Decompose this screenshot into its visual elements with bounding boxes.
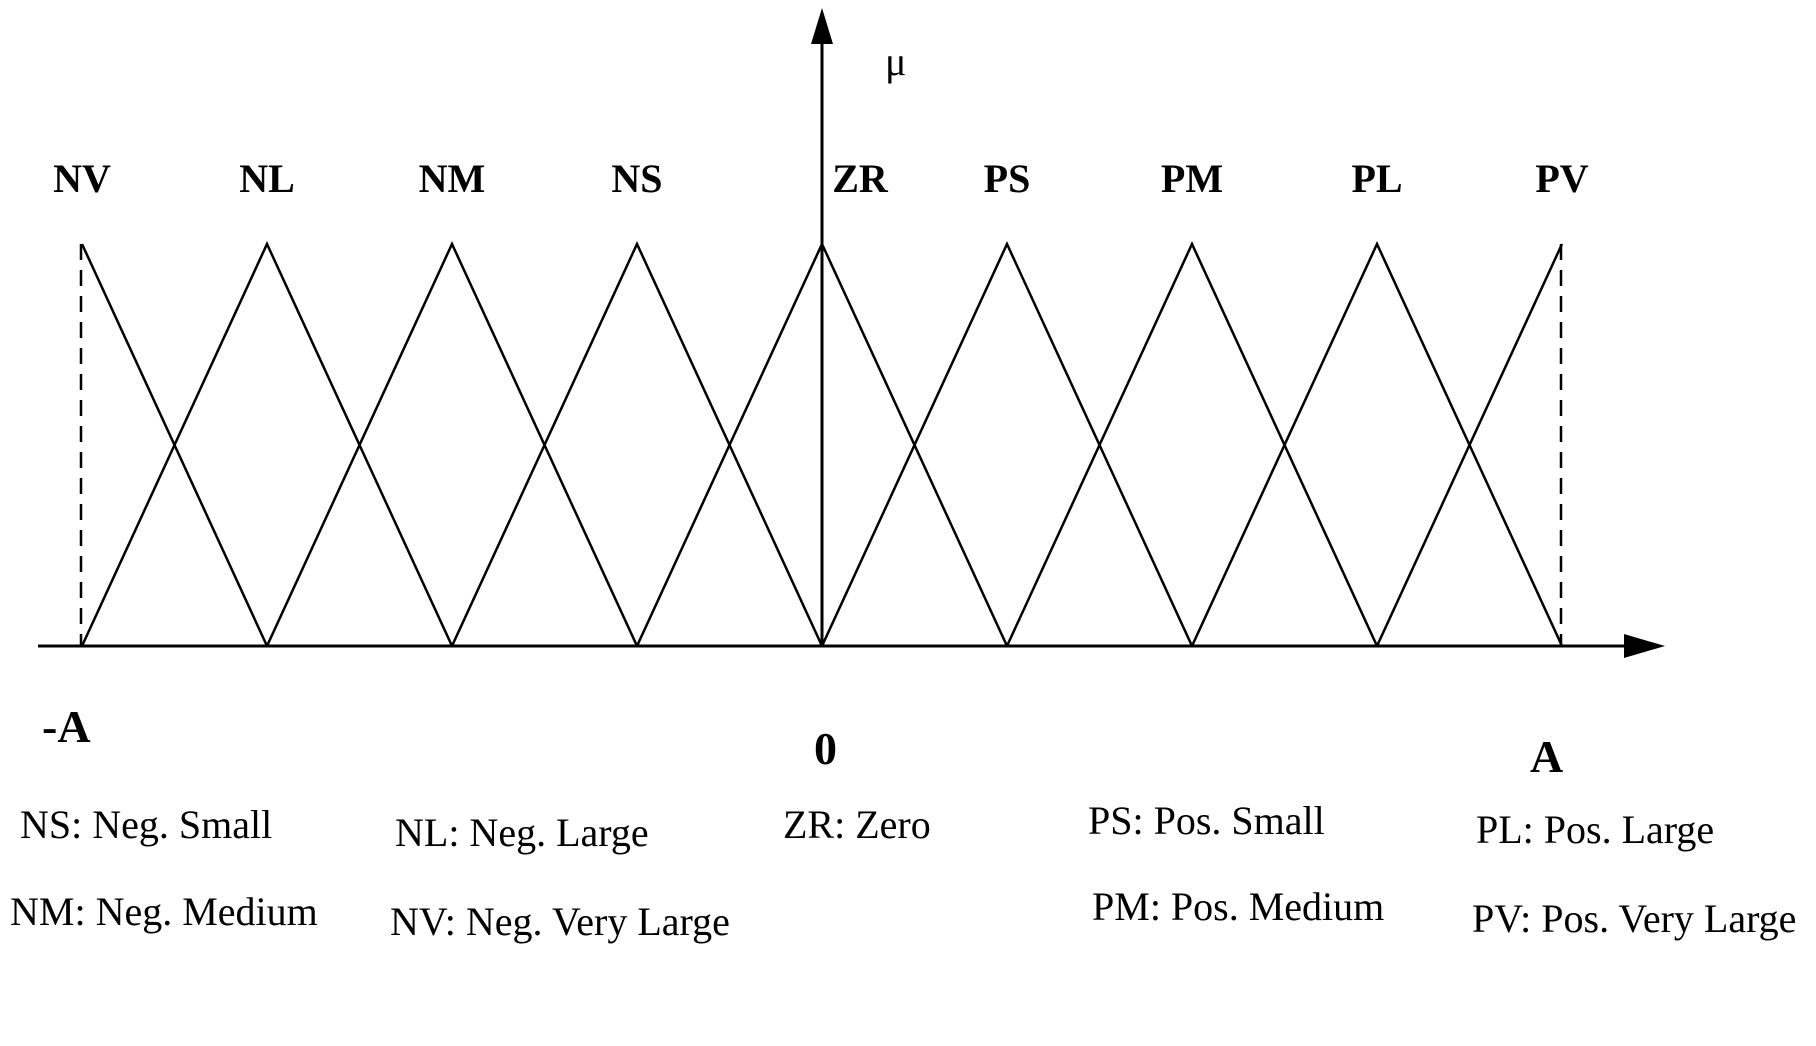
- membership-triangle-ns: [450, 241, 824, 647]
- x-max-label: A: [1530, 731, 1563, 782]
- legend-nl: NL: Neg. Large: [395, 810, 649, 855]
- set-label-ps: PS: [984, 156, 1031, 201]
- membership-triangle-zr: [635, 241, 1009, 647]
- set-label-pv: PV: [1535, 156, 1588, 201]
- legend-pl: PL: Pos. Large: [1476, 807, 1714, 852]
- legend-nm: NM: Neg. Medium: [10, 889, 318, 934]
- membership-triangles: [80, 241, 1564, 647]
- membership-triangle-pv: [1375, 243, 1564, 647]
- set-label-ns: NS: [611, 156, 662, 201]
- set-label-nm: NM: [419, 156, 486, 201]
- y-axis-arrowhead: [811, 8, 833, 44]
- legend-ps: PS: Pos. Small: [1088, 798, 1325, 843]
- set-label-zr: ZR: [832, 156, 889, 201]
- membership-triangle-nl: [80, 241, 454, 647]
- legend-nv: NV: Neg. Very Large: [390, 899, 730, 944]
- membership-triangle-pl: [1190, 241, 1564, 647]
- set-label-pm: PM: [1161, 156, 1223, 201]
- legend-pm: PM: Pos. Medium: [1092, 884, 1384, 929]
- set-label-nv: NV: [53, 156, 111, 201]
- x-min-label: -A: [42, 701, 91, 752]
- set-labels: NV NL NM NS ZR PS PM PL PV: [53, 156, 1589, 201]
- membership-triangle-nm: [265, 241, 639, 647]
- set-label-pl: PL: [1351, 156, 1402, 201]
- legend-pv: PV: Pos. Very Large: [1472, 896, 1796, 941]
- set-label-nl: NL: [239, 156, 295, 201]
- membership-triangle-pm: [1005, 241, 1379, 647]
- mu-label: μ: [885, 39, 906, 84]
- legend-zr: ZR: Zero: [783, 802, 931, 847]
- membership-triangle-ps: [820, 241, 1194, 647]
- legend-ns: NS: Neg. Small: [20, 802, 272, 847]
- x-zero-label: 0: [814, 723, 837, 774]
- x-axis-arrowhead: [1624, 634, 1665, 658]
